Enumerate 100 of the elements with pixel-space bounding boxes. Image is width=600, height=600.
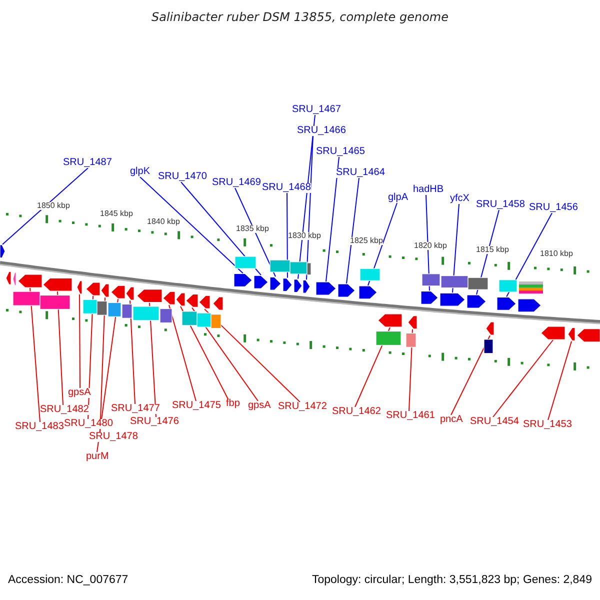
gene-label: SRU_1468: [262, 182, 311, 192]
feature-bar: [132, 306, 160, 321]
feature-bar: [234, 256, 256, 269]
gene-symbol: [408, 316, 418, 330]
gene-label: SRU_1456: [529, 202, 578, 212]
leader-line: [57, 291, 64, 406]
gene-label: yfcX: [450, 194, 470, 204]
gene-label: gpsA: [68, 388, 91, 398]
feature-bar: [498, 280, 518, 292]
gene-label: SRU_1454: [470, 416, 519, 426]
leader-line: [506, 212, 552, 298]
gene-symbol: [440, 292, 466, 306]
feature-bar: [122, 304, 132, 318]
leader-line: [450, 335, 490, 416]
feature-bar: [484, 339, 494, 354]
gene-symbol: [496, 296, 516, 310]
feature-bar: [306, 262, 312, 276]
gene-label: SRU_1477: [111, 404, 160, 414]
feature-bar: [360, 268, 380, 281]
feature-bar: [290, 262, 308, 274]
feature-bar: [82, 299, 98, 314]
feature-bar: [108, 302, 122, 317]
leader-line: [452, 204, 460, 294]
leader-line: [426, 194, 430, 292]
leader-line: [140, 176, 244, 274]
feature-bar: [96, 300, 108, 316]
gene-symbol: [302, 280, 310, 294]
leader-line: [286, 192, 288, 278]
gene-symbol: [234, 273, 252, 287]
gene-symbol: [186, 294, 198, 308]
gene-label: hadHB: [413, 184, 444, 194]
gene-label: SRU_1470: [158, 172, 207, 182]
gene-symbol: [316, 282, 336, 296]
gene-label: fbp: [226, 398, 240, 408]
scale-label: 1815 kbp: [476, 246, 509, 254]
leader-line: [192, 307, 258, 402]
gene-symbol: [18, 274, 42, 288]
footer-text: Topology: circular; Length: 3,551,823 bp; Genes: 2,849: [312, 574, 592, 586]
scale-label: 1835 kbp: [236, 224, 269, 233]
gene-symbol: [110, 285, 126, 299]
feature-bar: [468, 277, 488, 290]
feature-bar: [210, 314, 222, 329]
scale-label: 1810 kbp: [540, 250, 573, 258]
gene-label: SRU_1462: [332, 406, 381, 416]
gene-symbol: [518, 298, 542, 312]
gene-label: gpsA: [248, 400, 271, 410]
feature-bar: [422, 274, 440, 286]
gene-label: SRU_1476: [130, 416, 179, 426]
gene-symbol: [466, 294, 486, 308]
gene-label: SRU_1464: [336, 168, 385, 178]
gene-label: SRU_1461: [386, 410, 435, 420]
feature-bar: [196, 312, 212, 328]
gene-label: SRU_1480: [64, 418, 113, 428]
feature-bar: [406, 332, 416, 348]
feature-bar: [440, 275, 468, 288]
feature-bar: [160, 308, 172, 324]
leader-line: [408, 328, 413, 412]
feature-bar: [270, 260, 290, 272]
scale-label: 1830 kbp: [288, 232, 321, 240]
leader-line: [130, 300, 136, 404]
gene-symbol: [294, 279, 302, 293]
gene-symbol: [212, 296, 224, 310]
footer-text: Accession: NC_007677: [8, 574, 128, 586]
gene-label: SRU_1472: [278, 402, 327, 412]
scale-label: 1820 kbp: [414, 242, 447, 250]
scale-label: 1840 kbp: [147, 218, 180, 226]
scale-label: 1850 kbp: [37, 202, 70, 210]
feature-bar: [182, 311, 198, 326]
gene-label: SRU_1487: [63, 158, 112, 168]
feature-bar: [376, 330, 402, 346]
scale-label: 1845 kbp: [100, 210, 133, 218]
gene-symbol: [358, 286, 378, 300]
gene-symbol: [76, 280, 82, 294]
gene-symbol: [338, 284, 356, 298]
gene-symbol: [420, 290, 438, 304]
gene-symbol: [282, 278, 292, 292]
gene-symbol: [486, 322, 494, 336]
gene-label: SRU_1453: [523, 420, 572, 430]
gene-symbol: [6, 271, 12, 285]
leader-line: [30, 288, 40, 422]
leader-line: [180, 182, 262, 276]
gene-label: SRU_1466: [297, 126, 346, 136]
leader-line: [88, 296, 94, 420]
leader-line: [234, 188, 276, 278]
gene-label: pncA: [440, 414, 463, 424]
leader-line: [346, 178, 360, 284]
feature-bar: [40, 294, 70, 310]
leader-line: [476, 210, 500, 295]
gene-symbol: [126, 286, 134, 300]
gene-label: purM: [86, 452, 109, 462]
gene-label: SRU_1478: [89, 432, 138, 442]
leader-line: [168, 304, 196, 402]
gene-label: glpA: [388, 192, 408, 202]
leader-line: [2, 168, 88, 245]
gene-label: SRU_1482: [40, 404, 89, 414]
gene-symbol: [176, 292, 186, 306]
leader-line: [79, 294, 80, 388]
leader-line: [368, 202, 398, 286]
leader-line: [548, 340, 572, 420]
gene-symbol: [378, 314, 402, 328]
